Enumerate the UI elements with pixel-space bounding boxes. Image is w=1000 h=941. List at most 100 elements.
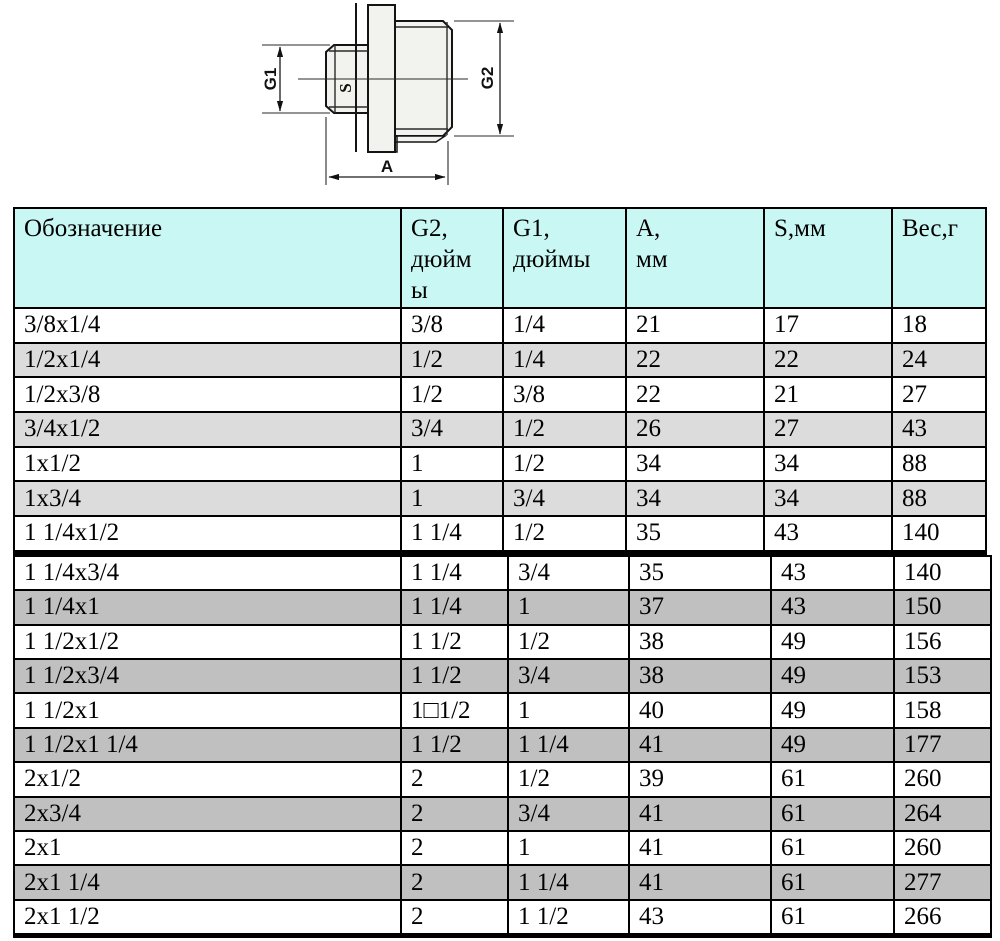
table-cell: 61 <box>770 898 895 937</box>
table-cell: 1 1/4x1/2 <box>13 515 402 554</box>
tables-area: Обозначение G2, дюйм ы G1, дюймы А, мм S… <box>13 207 992 939</box>
table-cell: 1 1/4 <box>400 515 504 554</box>
table-cell: 1 1/2 <box>400 657 509 695</box>
table-cell: 22 <box>625 376 765 414</box>
table-cell: 1 1/2x1/2 <box>13 623 402 660</box>
table-cell: 1□1/2 <box>400 692 509 729</box>
table-cell: 43 <box>770 589 895 626</box>
table-cell: 140 <box>893 554 992 592</box>
table-cell: 1 1/2 <box>400 726 509 764</box>
header-row: Обозначение G2, дюйм ы G1, дюймы А, мм S… <box>13 207 987 309</box>
s-dimension-label: S <box>336 83 355 92</box>
table-cell: 49 <box>770 623 895 660</box>
table-cell: 153 <box>893 657 992 695</box>
table-cell: 41 <box>628 829 772 867</box>
table-cell: 27 <box>891 376 987 414</box>
table-cell: 61 <box>770 864 895 901</box>
table-cell: 43 <box>763 515 893 554</box>
table-cell: 156 <box>893 623 992 660</box>
table-cell: 22 <box>763 341 893 379</box>
table-cell: 34 <box>625 480 765 518</box>
table-cell: 1 1/2x1 <box>13 692 402 729</box>
table-cell: 277 <box>893 864 992 901</box>
table-cell: 88 <box>891 480 987 518</box>
table-cell: 1 1/2 <box>400 623 509 660</box>
col-header-s: S,мм <box>763 207 893 309</box>
table-cell: 2 <box>400 795 509 832</box>
table-cell: 1 1/2x3/4 <box>13 657 402 695</box>
table-cell: 34 <box>763 480 893 518</box>
table-cell: 38 <box>628 657 772 695</box>
table-cell: 61 <box>770 829 895 867</box>
col-header-g2: G2, дюйм ы <box>400 207 504 309</box>
table-cell: 1x3/4 <box>13 480 402 518</box>
fitting-table-upper: Обозначение G2, дюйм ы G1, дюймы А, мм S… <box>13 207 987 555</box>
col-header-a: А, мм <box>625 207 765 309</box>
table-cell: 158 <box>893 692 992 729</box>
table-cell: 1 <box>400 445 504 483</box>
table-cell: 43 <box>628 898 772 937</box>
table-cell: 3/4 <box>502 480 627 518</box>
table-cell: 61 <box>770 795 895 832</box>
table-cell: 35 <box>628 554 772 592</box>
table-cell: 260 <box>893 761 992 798</box>
table-cell: 1/2x1/4 <box>13 341 402 379</box>
table-cell: 43 <box>891 411 987 448</box>
table-cell: 34 <box>763 445 893 483</box>
table-cell: 1/2x3/8 <box>13 376 402 414</box>
table-cell: 1 1/2x1 1/4 <box>13 726 402 764</box>
table-cell: 1/4 <box>502 307 627 344</box>
table-cell: 61 <box>770 761 895 798</box>
table-cell: 2 <box>400 829 509 867</box>
table-cell: 1/2 <box>502 445 627 483</box>
table-cell: 1/2 <box>507 761 630 798</box>
table-cell: 1/2 <box>400 341 504 379</box>
table-cell: 177 <box>893 726 992 764</box>
table-cell: 2 <box>400 864 509 901</box>
table-cell: 1 1/4 <box>400 554 509 592</box>
table-cell: 88 <box>891 445 987 483</box>
col-header-g1: G1, дюймы <box>502 207 627 309</box>
a-dimension-label: A <box>381 157 393 176</box>
table-cell: 1 <box>400 480 504 518</box>
table-cell: 49 <box>770 726 895 764</box>
table-cell: 3/4 <box>507 657 630 695</box>
table-cell: 1/2 <box>507 623 630 660</box>
fitting-technical-drawing: G1 G2 A S <box>261 3 514 185</box>
table-cell: 140 <box>891 515 987 554</box>
table-cell: 39 <box>628 761 772 798</box>
table-cell: 1 1/4 <box>507 726 630 764</box>
table-cell: 17 <box>763 307 893 344</box>
table-cell: 1 1/4x1 <box>13 589 402 626</box>
table-cell: 43 <box>770 554 895 592</box>
table-cell: 1 1/4 <box>507 864 630 901</box>
table-cell: 3/8 <box>502 376 627 414</box>
table-cell: 3/4 <box>400 411 504 448</box>
table-cell: 1/2 <box>400 376 504 414</box>
table-cell: 34 <box>625 445 765 483</box>
table-cell: 1/2 <box>502 515 627 554</box>
table-cell: 1/4 <box>502 341 627 379</box>
table-cell: 2 <box>400 761 509 798</box>
table-cell: 3/4x1/2 <box>13 411 402 448</box>
table-cell: 18 <box>891 307 987 344</box>
table-cell: 3/4 <box>507 554 630 592</box>
table-cell: 37 <box>628 589 772 626</box>
extension-lines <box>262 20 514 185</box>
table-cell: 1 1/4x3/4 <box>13 554 402 592</box>
